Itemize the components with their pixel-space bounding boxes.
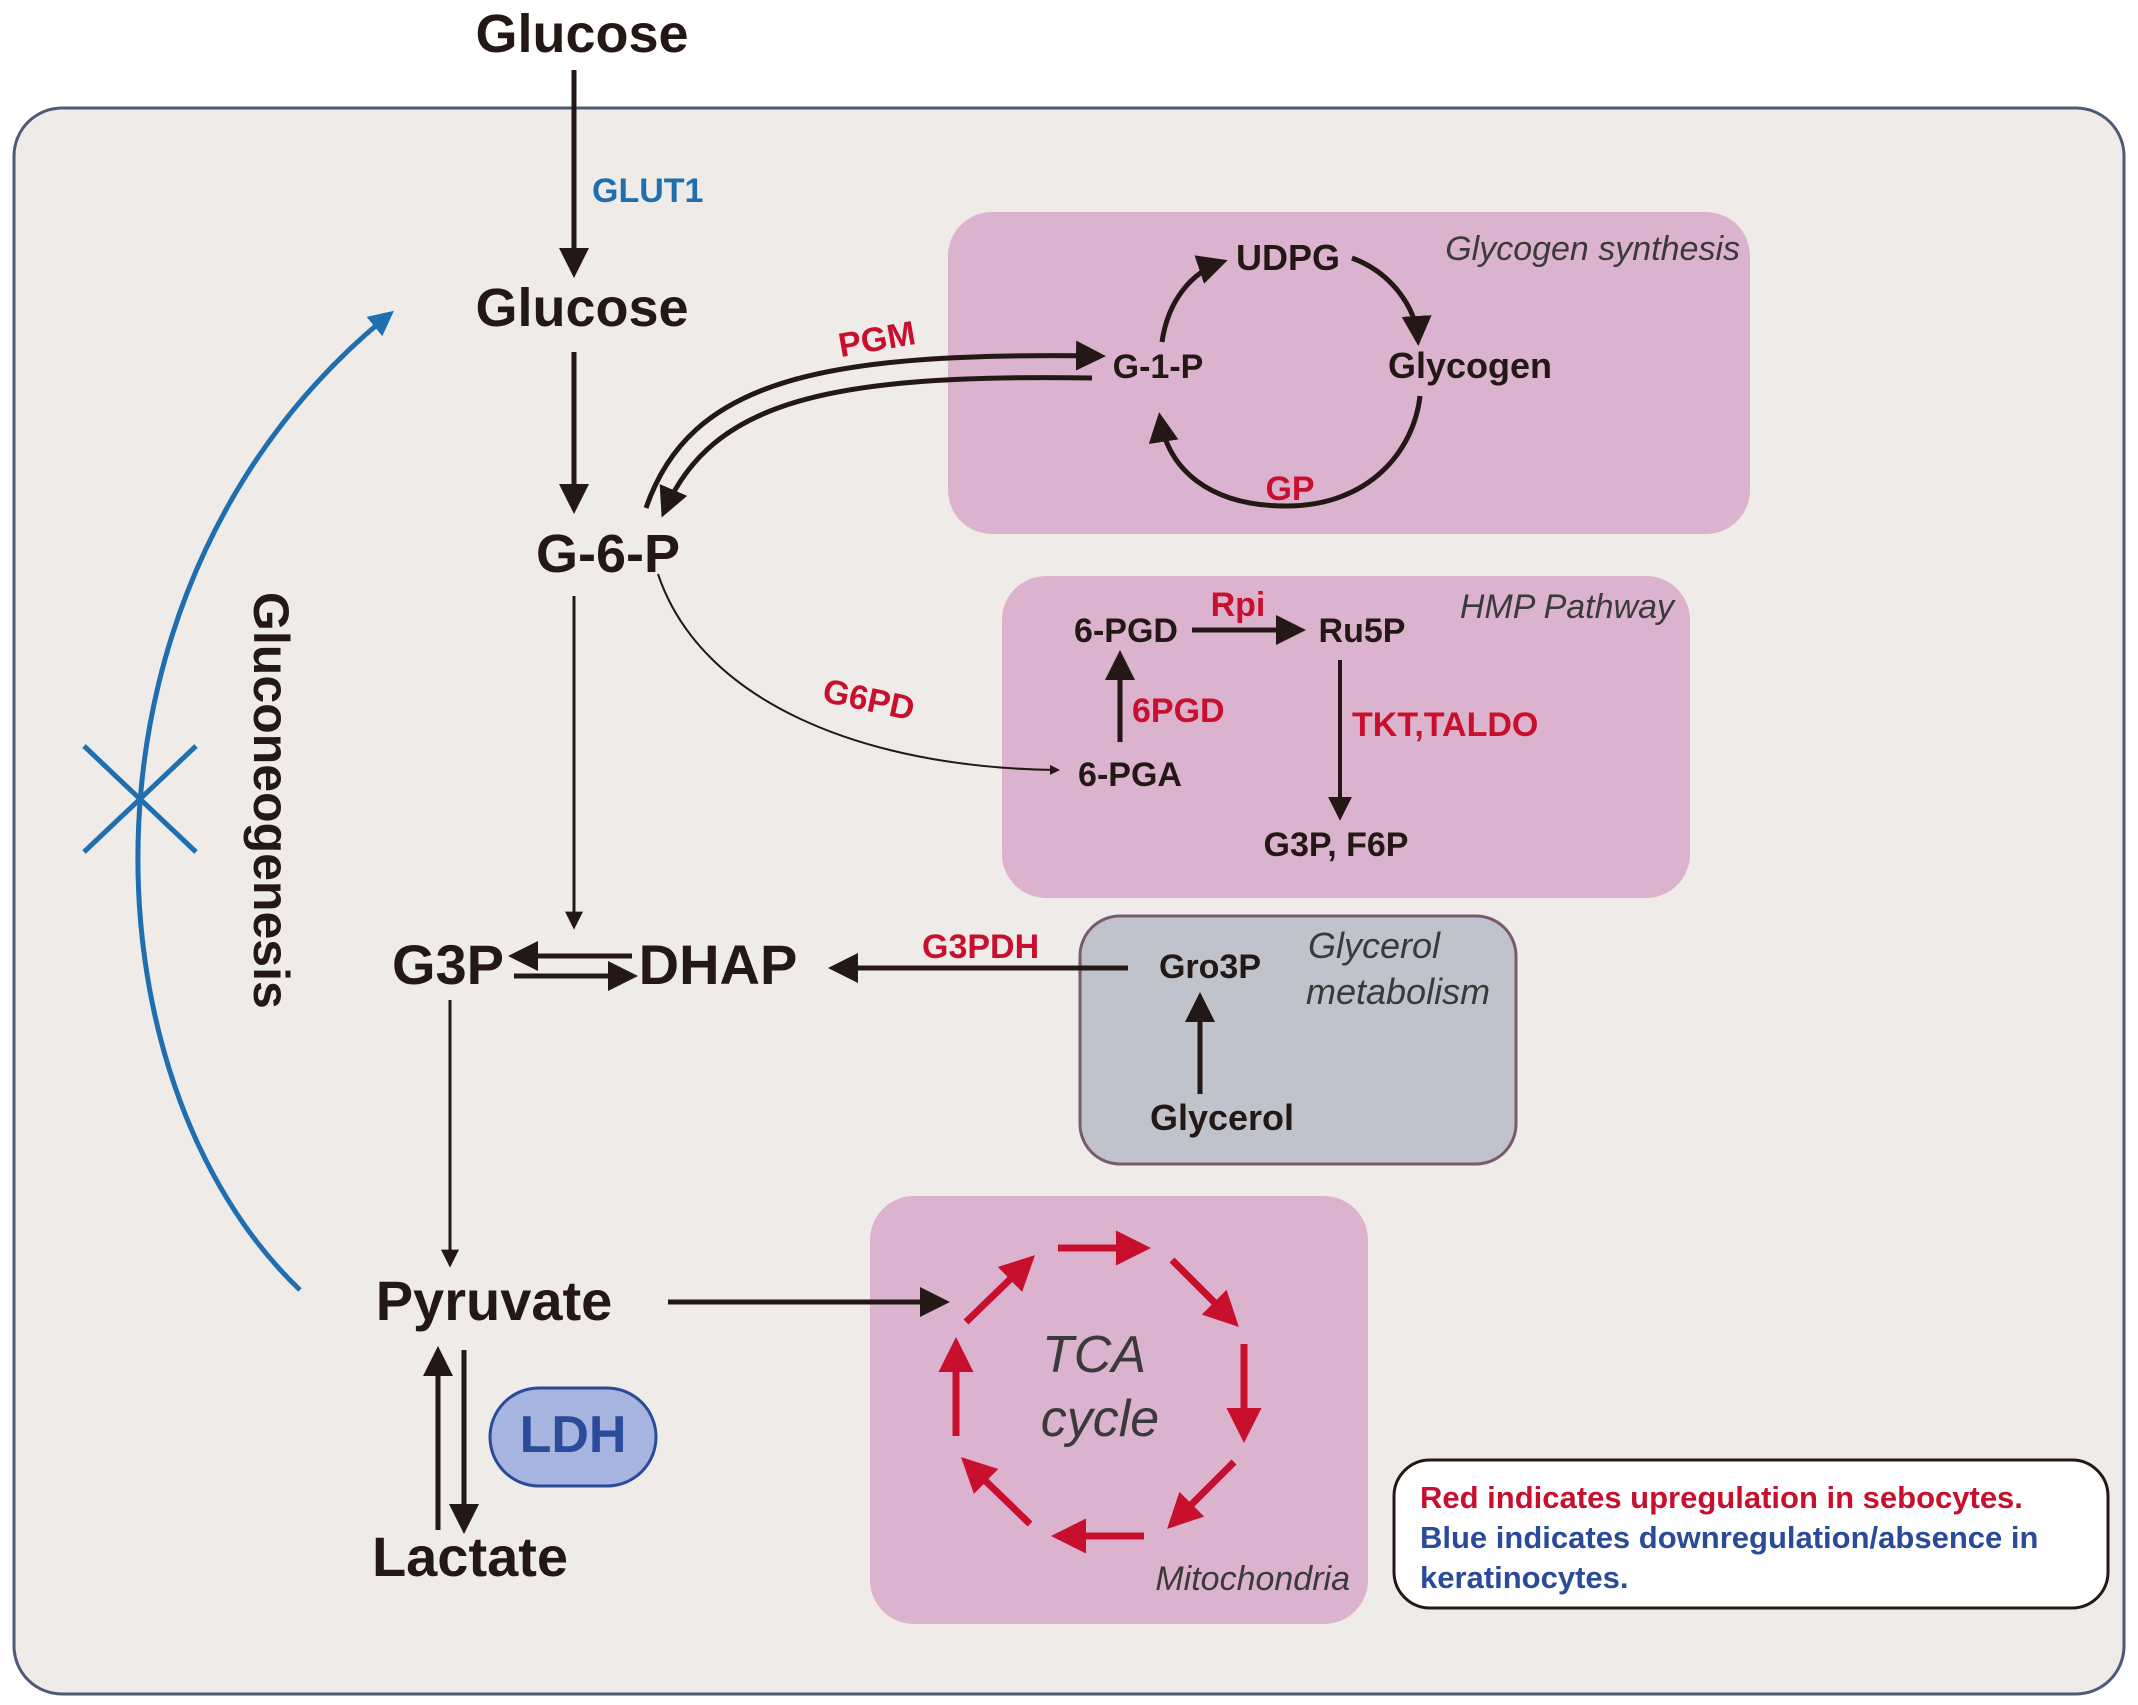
glucose-inside-label: Glucose bbox=[475, 278, 688, 338]
dhap-label: DHAP bbox=[639, 933, 798, 996]
udpg-label: UDPG bbox=[1236, 237, 1340, 278]
glycogen-label: Glycogen bbox=[1388, 345, 1552, 386]
mitochondria-label: Mitochondria bbox=[1155, 1560, 1350, 1598]
x-mark-icon bbox=[82, 744, 198, 854]
gp-label: GP bbox=[1265, 470, 1314, 508]
tkt-taldo-label: TKT,TALDO bbox=[1352, 706, 1538, 744]
g6p-label: G-6-P bbox=[536, 524, 680, 584]
glycerol-metabolism-compartment bbox=[1078, 914, 1518, 1166]
arrow-udpg-to-glycogen bbox=[1351, 255, 1432, 346]
hmp-pathway-compartment bbox=[1002, 576, 1690, 898]
tca-label-line1: TCA bbox=[1042, 1326, 1146, 1384]
glucose-outside-label: Glucose bbox=[475, 4, 688, 64]
glycerol-metabolism-label-line1: Glycerol bbox=[1308, 925, 1441, 966]
g3p-f6p-label: G3P, F6P bbox=[1264, 826, 1409, 864]
glut1-label: GLUT1 bbox=[592, 172, 703, 210]
gluconeogenesis-arrow bbox=[135, 310, 394, 1292]
g3pdh-label: G3PDH bbox=[922, 928, 1039, 966]
legend-box bbox=[1392, 1458, 2110, 1610]
6pga-label: 6-PGA bbox=[1078, 756, 1182, 794]
ldh-badge bbox=[488, 1386, 658, 1488]
g1p-label: G-1-P bbox=[1113, 348, 1204, 386]
6pgd-metabolite-label: 6-PGD bbox=[1074, 612, 1178, 650]
legend-blue-line2: keratinocytes. bbox=[1420, 1560, 1629, 1595]
ldh-label: LDH bbox=[520, 1406, 627, 1464]
arrow-g6p-to-6pga bbox=[657, 573, 1060, 775]
gro3p-label: Gro3P bbox=[1159, 948, 1261, 986]
arrow-g6p-to-g1p bbox=[643, 340, 1106, 509]
tca-label-line2: cycle bbox=[1041, 1390, 1159, 1448]
glycerol-label: Glycerol bbox=[1150, 1097, 1294, 1138]
legend-red-line: Red indicates upregulation in sebocytes. bbox=[1420, 1480, 2023, 1515]
arrow-g1p-to-g6p bbox=[659, 375, 1093, 518]
rpi-label: Rpi bbox=[1211, 586, 1266, 624]
lactate-label: Lactate bbox=[372, 1525, 568, 1588]
g3p-label: G3P bbox=[392, 933, 504, 996]
glycerol-metabolism-label-line2: metabolism bbox=[1306, 971, 1490, 1012]
6pgd-enzyme-label: 6PGD bbox=[1132, 692, 1225, 730]
arrow-g1p-to-udpg bbox=[1159, 255, 1228, 343]
gluconeogenesis-label: Gluconeogenesis bbox=[243, 592, 299, 1009]
ru5p-label: Ru5P bbox=[1319, 612, 1406, 650]
legend-blue-line1: Blue indicates downregulation/absence in bbox=[1420, 1520, 2038, 1555]
arrow-glycogen-to-g1p bbox=[1148, 395, 1423, 509]
pyruvate-label: Pyruvate bbox=[376, 1269, 613, 1332]
glycogen-synthesis-label: Glycogen synthesis bbox=[1445, 230, 1740, 268]
hmp-pathway-label: HMP Pathway bbox=[1460, 588, 1676, 626]
tca-cycle-arrows bbox=[938, 1230, 1262, 1554]
mitochondria-compartment bbox=[870, 1196, 1368, 1624]
glycogen-synthesis-compartment bbox=[948, 212, 1750, 534]
